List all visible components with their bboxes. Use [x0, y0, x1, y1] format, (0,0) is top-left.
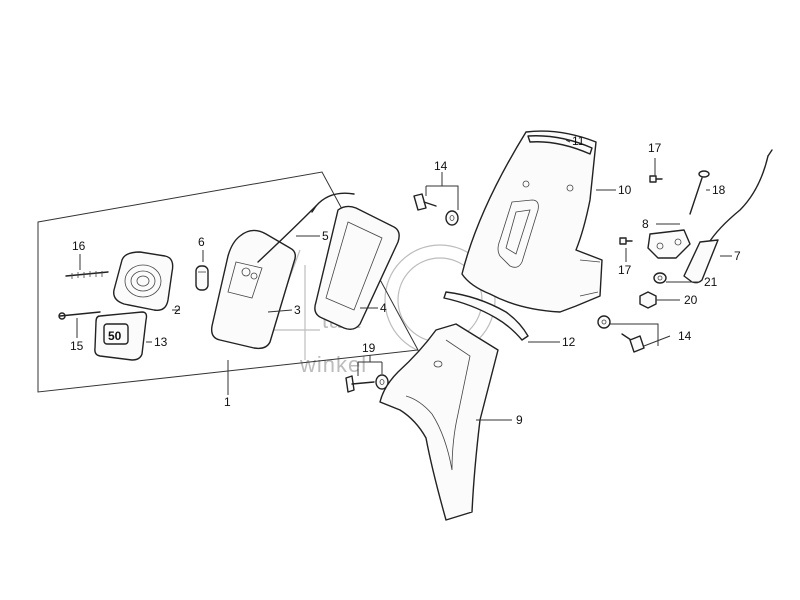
callout-16: 16: [72, 239, 86, 253]
callout-18: 18: [712, 183, 726, 197]
part-16-screw: [65, 271, 109, 279]
callout-11: 11: [572, 134, 585, 148]
part-10-front-shield: [461, 130, 603, 313]
callout-19: 19: [362, 341, 376, 355]
callout-17-lower: 17: [618, 263, 632, 277]
callout-2: 2: [174, 303, 181, 317]
part-13-emblem: 50: [94, 311, 148, 361]
part-6-bulb: [195, 265, 209, 291]
watermark-line2: winkel: [299, 352, 367, 377]
part-17-screw-lower: [619, 237, 633, 245]
assembly-1-outline: [37, 171, 419, 393]
callout-6: 6: [198, 235, 205, 249]
callout-20: 20: [684, 293, 698, 307]
callout-14-right: 14: [678, 329, 692, 343]
part-18-long-bolt: [689, 170, 710, 215]
callout-13: 13: [154, 335, 168, 349]
callout-4: 4: [380, 301, 387, 315]
part-2-lamp-lens: [113, 251, 174, 311]
part-15-screw: [58, 311, 101, 320]
callout-9: 9: [516, 413, 523, 427]
part-4-gasket: [314, 205, 400, 331]
callout-14-top: 14: [434, 159, 448, 173]
callout-1: 1: [224, 395, 231, 409]
part-12-trim-strip: [443, 291, 529, 341]
callout-15: 15: [70, 339, 84, 353]
callout-7: 7: [734, 249, 741, 263]
part-20-nut: [639, 291, 657, 309]
part-21-washer: [653, 272, 667, 284]
part-9-leg-shield: [379, 323, 499, 521]
part-14-lower-bolt-washer: [597, 315, 645, 353]
callout-8: 8: [642, 217, 649, 231]
part-14-top-bolt-washer: [413, 193, 459, 226]
leader-lines: [76, 139, 732, 421]
callout-12: 12: [562, 335, 576, 349]
part-11-trim-strip: [527, 135, 593, 155]
callout-5: 5: [322, 229, 329, 243]
part-19-bolt-washer: [345, 374, 389, 393]
part-3-lamp-housing: [210, 229, 297, 350]
callout-17-top: 17: [648, 141, 662, 155]
part-8-bracket: [647, 229, 691, 259]
callout-10: 10: [618, 183, 632, 197]
part-17-screw-upper: [649, 175, 663, 183]
emblem-50-text: 50: [108, 329, 122, 343]
callout-21: 21: [704, 275, 718, 289]
callout-labels: 1 2 3 4 5 6 7 8 9 10 11 12 13 14 14 15 1…: [70, 134, 741, 427]
part-5-wire-harness: [257, 192, 355, 263]
part-7-cable: [683, 149, 773, 284]
callout-3: 3: [294, 303, 301, 317]
